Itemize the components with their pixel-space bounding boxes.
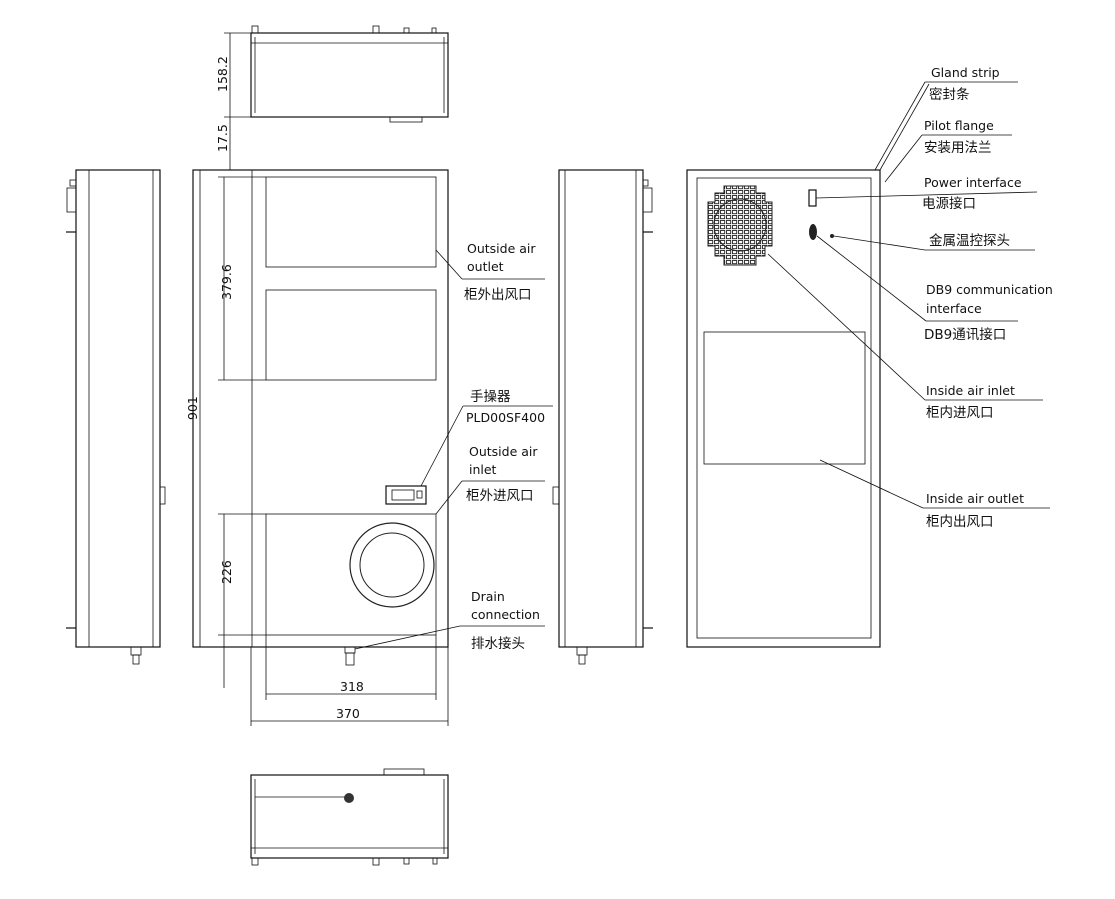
db9-port (809, 224, 817, 240)
top-view (250, 25, 449, 123)
label-db9-en1: DB9 communication (926, 282, 1053, 297)
dim-901: 901 (185, 396, 200, 420)
dim-379-6: 379.6 (219, 264, 234, 300)
power-interface (808, 189, 817, 207)
label-inside-outlet-cn: 柜内出风口 (926, 514, 994, 530)
dim-318: 318 (340, 679, 364, 694)
label-drain-en1: Drain (471, 589, 505, 604)
label-inside-outlet-en: Inside air outlet (926, 491, 1024, 506)
label-flange-en: Pilot flange (924, 118, 994, 133)
label-db9-en2: interface (926, 301, 982, 316)
front-view (192, 169, 461, 666)
label-drain-cn: 排水接头 (471, 635, 525, 652)
front-leaders (420, 249, 553, 627)
label-inside-inlet-en: Inside air inlet (926, 383, 1015, 398)
dimension-lines (199, 32, 449, 726)
dim-370: 370 (336, 706, 360, 721)
label-outside-inlet-en2: inlet (469, 462, 497, 477)
dim-226: 226 (219, 560, 234, 584)
label-flange-cn: 安装用法兰 (924, 140, 992, 156)
controller-panel (385, 485, 427, 505)
label-drain-en2: connection (471, 607, 540, 622)
label-outside-inlet-en1: Outside air (469, 444, 538, 459)
left-side-view (66, 169, 166, 665)
label-power-en: Power interface (924, 175, 1022, 190)
drain-fitting (344, 646, 356, 654)
label-inside-inlet-cn: 柜内进风口 (926, 405, 994, 421)
label-power-cn: 电源接口 (922, 195, 976, 212)
label-outside-outlet-en1: Outside air (467, 241, 536, 256)
label-outside-outlet-en2: outlet (467, 259, 504, 274)
dim-158-2: 158.2 (215, 56, 230, 92)
label-probe-cn: 金属温控探头 (929, 233, 1010, 249)
dim-17-5: 17.5 (215, 124, 230, 152)
back-leaders (767, 81, 1050, 509)
label-controller-cn: 手操器 (470, 389, 511, 405)
label-outside-outlet-cn: 柜外出风口 (464, 287, 532, 303)
label-controller-model: PLD00SF400 (466, 410, 545, 425)
label-gland-en: Gland strip (931, 65, 1000, 80)
label-gland-cn: 密封条 (929, 86, 970, 103)
bottom-view (250, 768, 449, 866)
back-view (686, 169, 881, 648)
label-db9-cn: DB9通讯接口 (924, 326, 1006, 343)
label-outside-inlet-cn: 柜外进风口 (466, 488, 534, 504)
right-side-view (552, 169, 653, 665)
